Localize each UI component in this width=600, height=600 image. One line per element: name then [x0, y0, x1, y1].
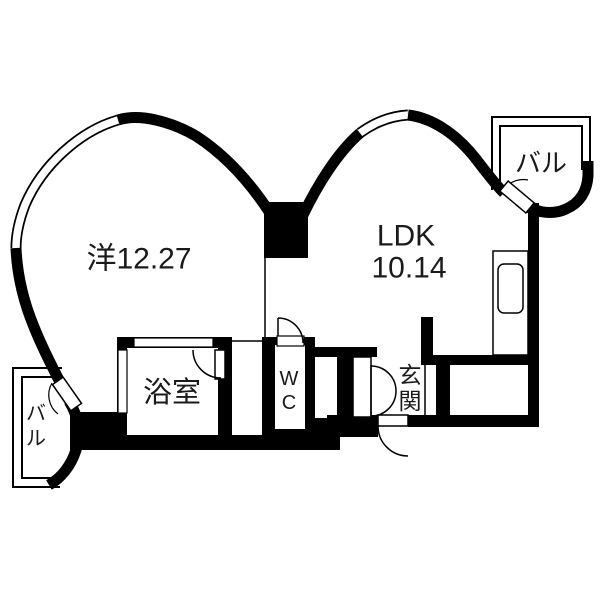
ldk-label: LDK [377, 220, 435, 253]
bath-door-arc [192, 349, 222, 379]
balcony-top-right-inner-rail [499, 125, 583, 194]
cabinet-inner [497, 263, 524, 314]
balcony-door-left-arc [48, 382, 59, 415]
entrance-top-wall [315, 347, 377, 357]
bottom-wall-balcony-junction [70, 412, 118, 450]
bottom-wall-right [408, 415, 539, 427]
wc-door-arc [277, 317, 304, 344]
wc-interior [275, 345, 305, 429]
outer-wall-upper-left [116, 112, 275, 217]
balcony-door-left-leaf [51, 376, 83, 412]
entrance-label-char1: 玄 [399, 362, 422, 388]
window-curved-left [12, 116, 120, 249]
bottom-wall-corridor [228, 435, 266, 450]
balcony-bottom-left-inner-rail [21, 376, 55, 479]
right-room-top-wall [421, 355, 539, 365]
wc-doorway [276, 335, 305, 347]
wc-label-char2: C [282, 392, 296, 414]
kitchen-wall-stub [421, 317, 433, 357]
closet-door-arc-bottom [370, 390, 397, 417]
balcony-bottom-left-outer-rail [12, 367, 62, 488]
entrance-door-arc [377, 425, 409, 457]
balcony-bottom-label-char1: バ [26, 403, 46, 425]
right-room-left-wall [436, 357, 450, 417]
balcony-top-label: バル [515, 148, 567, 178]
balcony-top-right-outer-rail [491, 116, 591, 190]
entrance-door-leaf [377, 414, 409, 427]
bath-window-left [117, 349, 128, 414]
bath-label: 浴室 [143, 376, 201, 409]
outer-wall-lower-left [10, 247, 69, 393]
outer-wall-upper-right [407, 109, 508, 197]
western-room-label: 洋12.27 [86, 243, 191, 276]
shoe-closet [352, 356, 372, 418]
entrance-label-char2: 関 [399, 388, 422, 414]
bath-interior [127, 348, 218, 435]
balcony-bottom-label-char2: ル [26, 428, 46, 450]
bottom-wall-entrance-left [327, 415, 378, 437]
bath-door-leaf [214, 349, 226, 380]
wc-label-char1: W [280, 368, 299, 390]
bath-window-top [133, 337, 214, 348]
ldk-area-label: 10.14 [371, 252, 446, 285]
balcony-door-right-leaf [498, 180, 536, 214]
pipe-space-wall [337, 357, 353, 418]
right-exterior-wall [528, 203, 539, 427]
closet-door-arc-top [370, 365, 397, 392]
window-curved-right [357, 111, 409, 137]
center-pillar [264, 202, 308, 258]
